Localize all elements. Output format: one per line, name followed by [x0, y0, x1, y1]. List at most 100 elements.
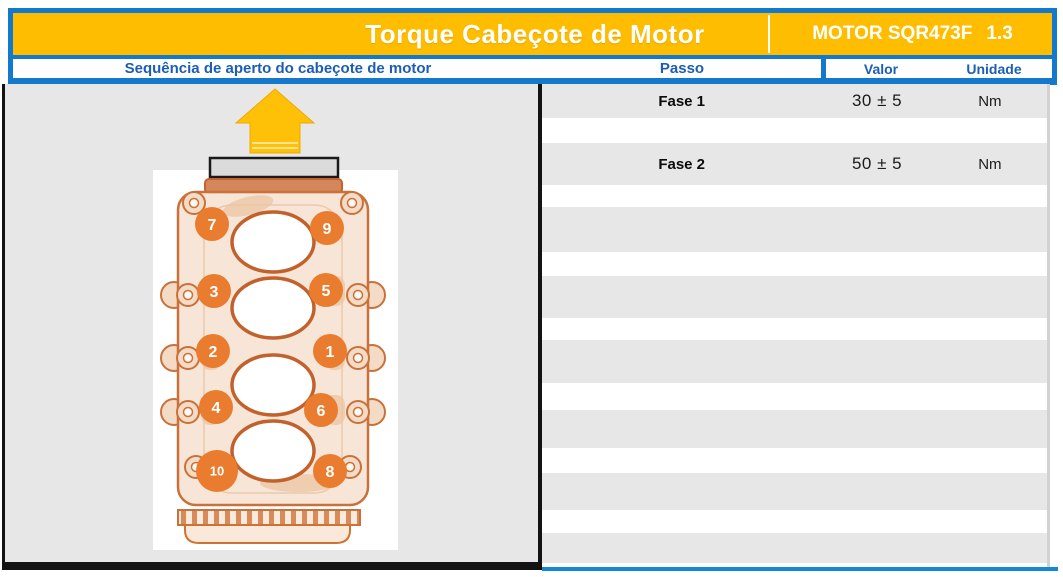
cell-unidade: Nm: [978, 155, 1002, 173]
cell-unidade: [933, 383, 1047, 410]
column-header-unidade: Unidade: [966, 60, 1022, 77]
cell-passo: [542, 448, 821, 473]
cell-passo: Fase 2: [658, 155, 706, 173]
table-row: [542, 410, 1047, 448]
table-row: [542, 563, 1047, 570]
cell-unidade: [933, 473, 1047, 510]
cell-unidade: Nm: [978, 92, 1002, 110]
cell-unidade: [933, 276, 1047, 318]
sequence-caption: Sequência de aperto do cabeçote de motor: [124, 60, 432, 77]
cell-valor: [821, 533, 932, 563]
bolt-sequence-number: 9: [323, 221, 332, 238]
table-row: Fase 2 50 ± 5 Nm: [542, 143, 1047, 185]
cell-passo: [542, 318, 821, 340]
table-row: [542, 118, 1047, 143]
bolt-sequence-circle: [304, 393, 338, 427]
cell-unidade: [933, 533, 1047, 563]
cell-unidade: [933, 207, 1047, 252]
cell-valor: [821, 318, 932, 340]
head-top-bar: [208, 156, 340, 179]
cell-passo: [542, 118, 821, 143]
table-row: Fase 1 30 ± 5 Nm: [542, 84, 1047, 118]
bolt-sequence-circle: [197, 274, 231, 308]
header-block: Torque Cabeçote de Motor MOTOR SQR473F 1…: [8, 8, 1057, 85]
table-row: [542, 252, 1047, 276]
bolt-sequence-circle: [196, 450, 238, 492]
diagram-panel: 7 9 3 5 2 1 4 6 10 8: [2, 84, 542, 570]
cell-valor: [821, 185, 932, 207]
cell-unidade: [933, 410, 1047, 448]
bolt-sequence-circle: [195, 207, 229, 241]
bolt-sequence-number: 8: [326, 464, 335, 481]
cell-valor: [821, 473, 932, 510]
table-row: [542, 318, 1047, 340]
cell-unidade: [933, 448, 1047, 473]
cell-passo: [542, 276, 821, 318]
bolt-sequence-number: 1: [326, 344, 335, 361]
cell-valor: [821, 510, 932, 533]
cell-valor: [821, 340, 932, 383]
bolt-sequence-number: 2: [209, 344, 218, 361]
cell-passo: [542, 383, 821, 410]
cell-passo: [542, 340, 821, 383]
page-title: Torque Cabeçote de Motor: [365, 18, 705, 49]
table-row: [542, 448, 1047, 473]
column-header-passo: Passo: [659, 60, 705, 77]
column-header-valor: Valor: [863, 60, 899, 77]
cell-valor: 30 ± 5: [851, 91, 903, 110]
table-row: [542, 383, 1047, 410]
cell-valor: [821, 118, 932, 143]
up-arrow-icon: [234, 88, 316, 154]
bottom-margin: [8, 571, 1057, 574]
subheader-row: Sequência de aperto do cabeçote de motor…: [13, 59, 1052, 78]
cell-unidade: [933, 510, 1047, 533]
cell-unidade: [933, 118, 1047, 143]
table-row: [542, 207, 1047, 252]
table-row: [542, 185, 1047, 207]
title-separator: [768, 15, 770, 53]
cell-unidade: [933, 252, 1047, 276]
cell-unidade: [933, 318, 1047, 340]
bolt-sequence-circle: [313, 334, 347, 368]
column-divider: [821, 59, 826, 78]
ribbed-strip: [177, 509, 361, 526]
cell-valor: 50 ± 5: [851, 154, 903, 173]
cell-valor: [821, 410, 932, 448]
cell-valor: [821, 252, 932, 276]
bolt-sequence-circle: [309, 273, 343, 307]
cell-valor: [821, 207, 932, 252]
cell-valor: [821, 383, 932, 410]
bolt-sequence-number: 6: [317, 403, 326, 420]
bolt-sequence-number: 7: [208, 217, 217, 234]
cell-passo: [542, 252, 821, 276]
bolt-sequence-number: 5: [322, 283, 331, 300]
table-row: [542, 510, 1047, 533]
motor-label: MOTOR SQR473F 1.3: [773, 13, 1052, 55]
cell-passo: [542, 533, 821, 563]
cell-passo: [542, 185, 821, 207]
table-row: [542, 533, 1047, 563]
cylinder-head-diagram: 7 9 3 5 2 1 4 6 10 8: [153, 88, 398, 550]
bolt-sequence-circle: [199, 390, 233, 424]
table-row: [542, 473, 1047, 510]
cylinder-bores: [230, 210, 316, 483]
bolt-sequence-circle: [313, 454, 347, 488]
motor-name: MOTOR SQR473F: [812, 23, 973, 44]
cell-passo: [542, 207, 821, 252]
bolt-sequence-number: 4: [212, 400, 221, 417]
cell-passo: Fase 1: [658, 92, 706, 110]
bottom-border-blue: [542, 567, 1058, 571]
bolt-sequence-circle: [196, 334, 230, 368]
cell-valor: [821, 276, 932, 318]
cell-valor: [821, 448, 932, 473]
table-row: [542, 340, 1047, 383]
cell-unidade: [933, 185, 1047, 207]
cell-passo: [542, 410, 821, 448]
cell-passo: [542, 473, 821, 510]
bolt-sequence-number: 3: [210, 284, 219, 301]
cell-unidade: [933, 340, 1047, 383]
cell-passo: [542, 510, 821, 533]
bolt-sequence-number: 10: [210, 464, 224, 479]
